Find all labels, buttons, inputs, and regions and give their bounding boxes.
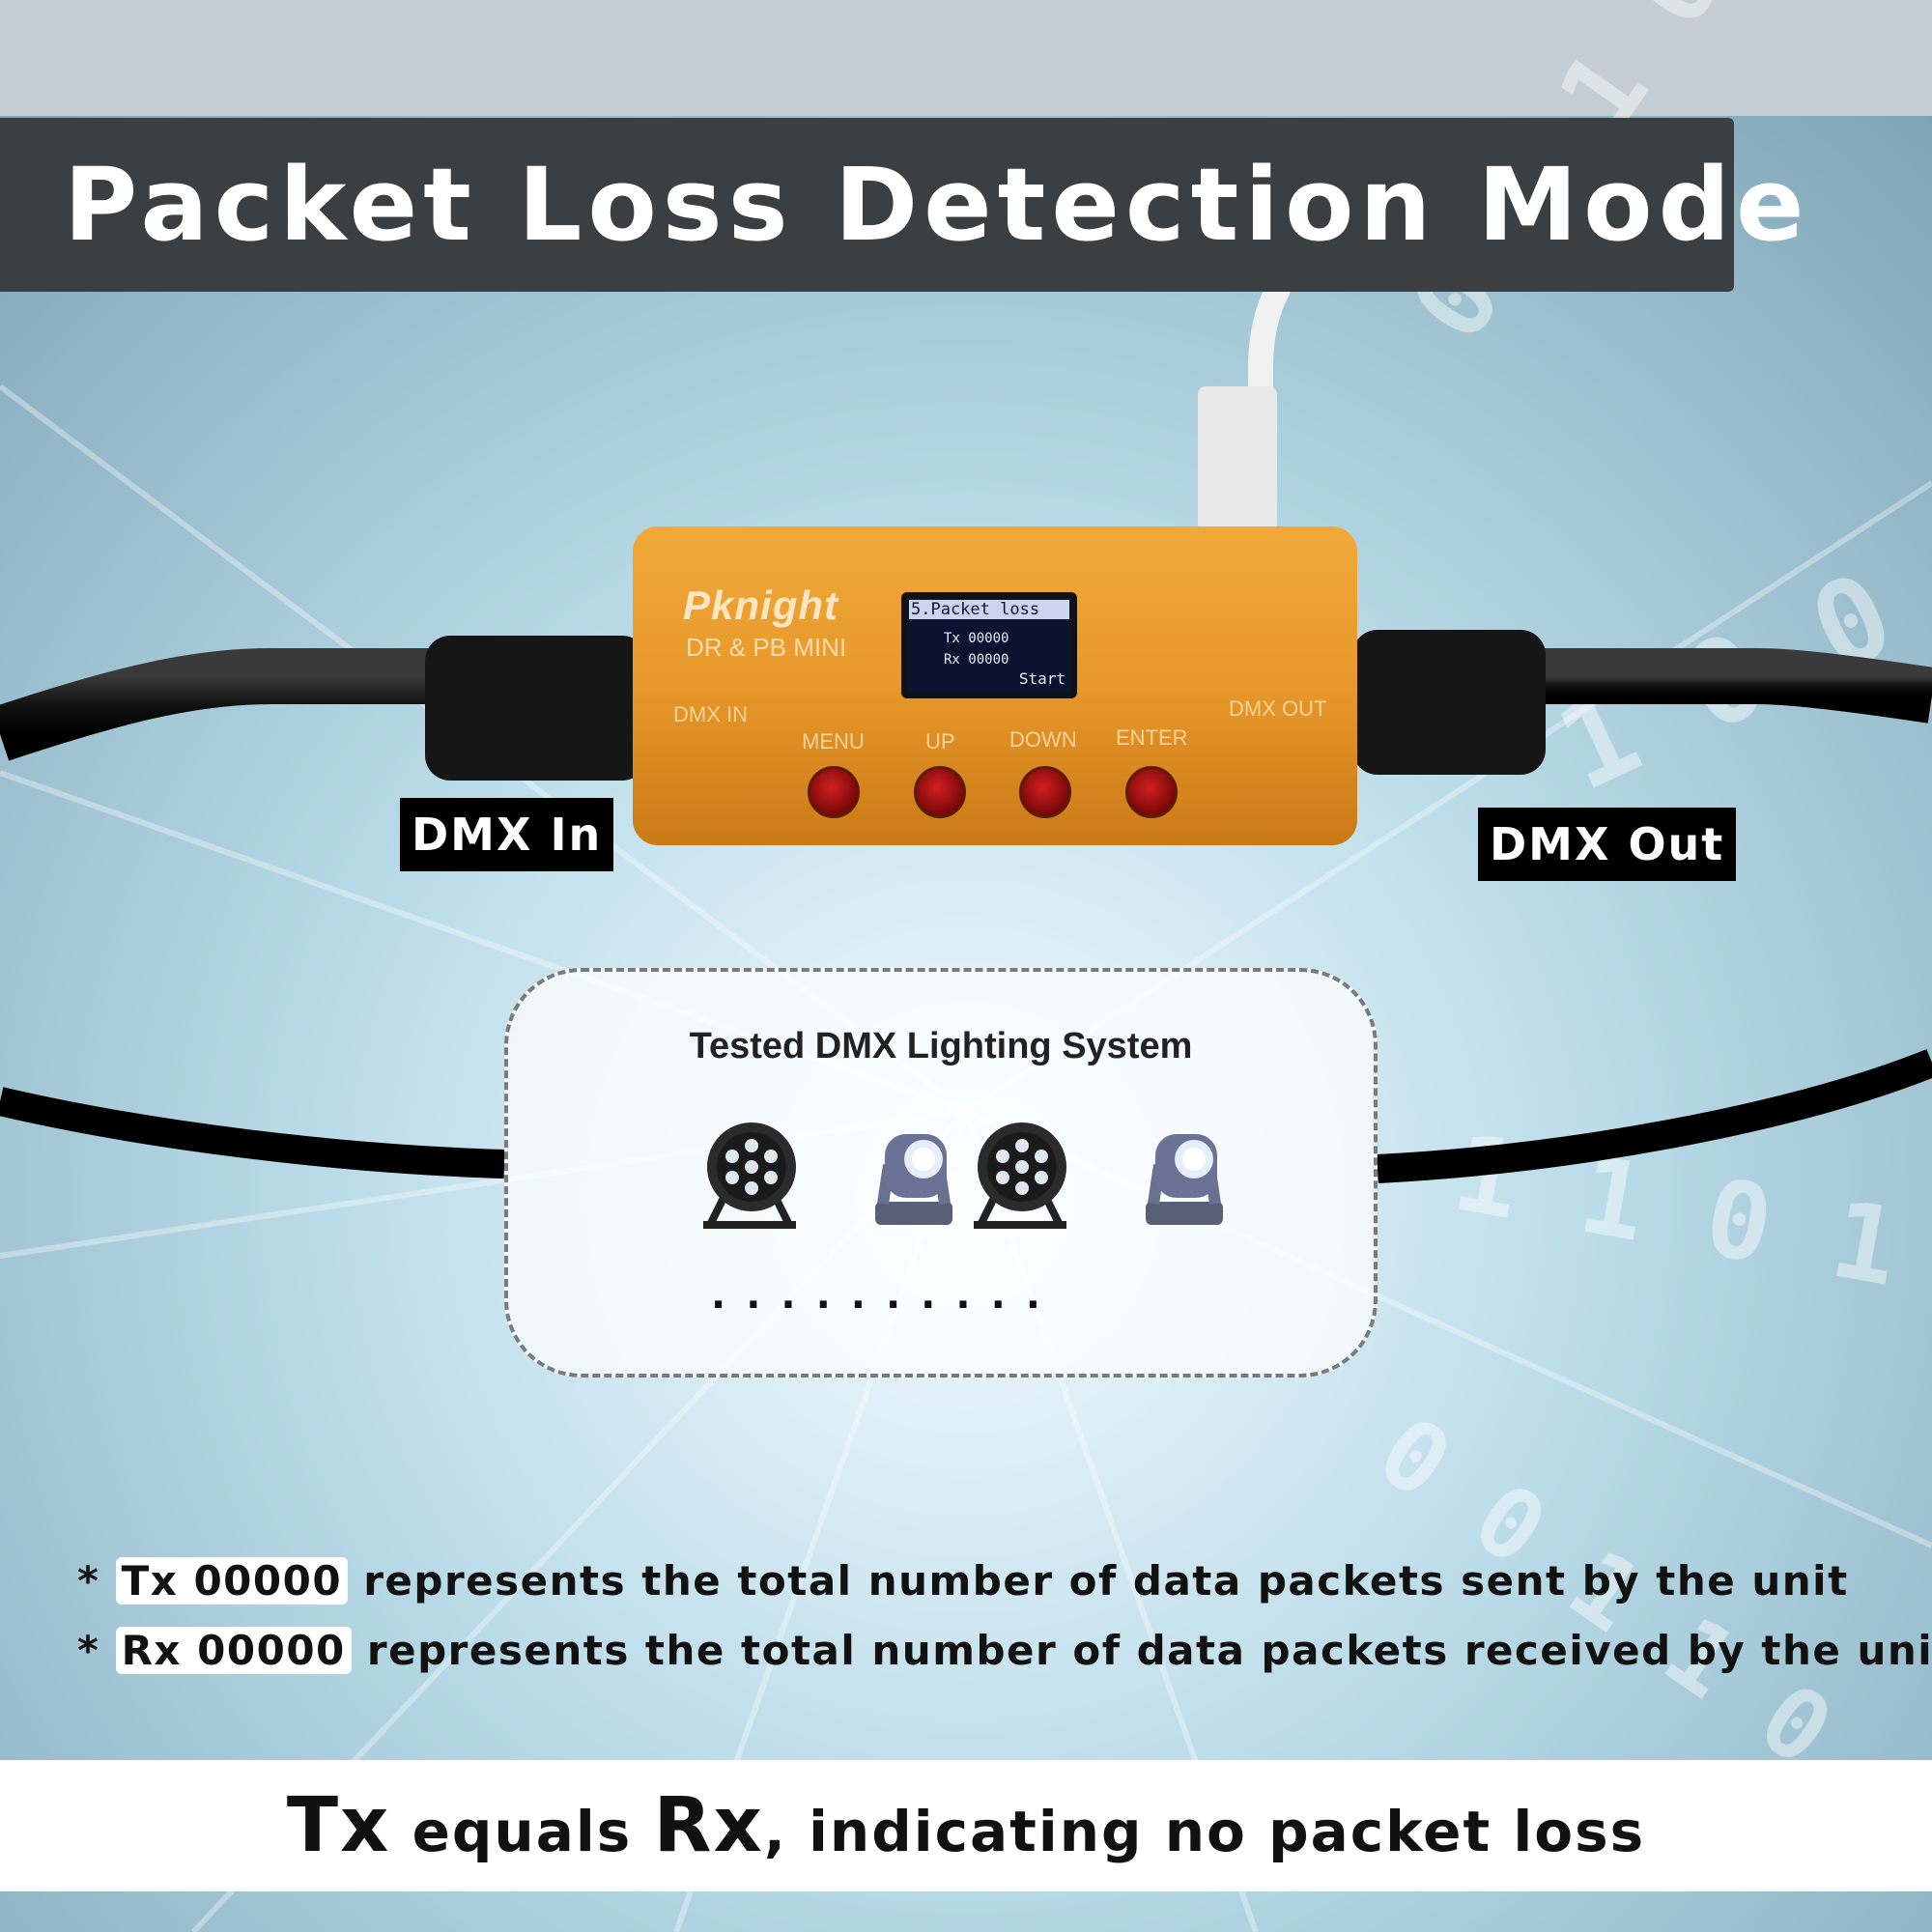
conclusion-bar: Tx equals Rx, indicating no packet loss — [0, 1760, 1932, 1891]
oled-screen: 5.Packet loss Tx 00000 Rx 00000 Start — [901, 592, 1077, 698]
page-title: Packet Loss Detection Mode — [64, 146, 1810, 264]
dmx-tester-device: Pknight DR & PB MINI DMX IN DMX OUT 5.Pa… — [633, 526, 1357, 845]
menu-button-label: MENU — [802, 729, 865, 753]
rx-note: * Rx 00000 represents the total number o… — [77, 1627, 1932, 1674]
moving-head-icon — [1146, 1134, 1223, 1225]
menu-button[interactable] — [808, 766, 860, 818]
screen-menu-line: 5.Packet loss — [909, 600, 1069, 619]
par-light-icon — [703, 1122, 796, 1229]
port-in-label: DMX IN — [673, 702, 748, 726]
down-button-label: DOWN — [1009, 727, 1077, 752]
screen-start-label: Start — [1018, 669, 1065, 688]
enter-button-label: ENTER — [1116, 725, 1188, 750]
enter-button[interactable] — [1125, 766, 1178, 818]
rx-highlight: Rx 00000 — [115, 1627, 352, 1674]
screen-rx-value: Rx 00000 — [944, 652, 1009, 668]
dmx-out-tag: DMX Out — [1478, 808, 1737, 881]
par-light-icon — [974, 1122, 1066, 1229]
system-title: Tested DMX Lighting System — [689, 1026, 1193, 1066]
screen-tx-value: Tx 00000 — [944, 631, 1009, 646]
rx-description: represents the total number of data pack… — [366, 1627, 1932, 1674]
port-out-label: DMX OUT — [1229, 696, 1327, 721]
up-button-label: UP — [925, 729, 955, 753]
note-bullet: * — [77, 1557, 100, 1605]
more-fixtures-dots: ·········· — [711, 1283, 1061, 1327]
tx-word: Tx — [286, 1782, 391, 1869]
equals-word: equals — [412, 1799, 633, 1864]
up-button[interactable] — [914, 766, 966, 818]
moving-head-icon — [875, 1134, 952, 1225]
model-label: DR & PB MINI — [686, 633, 847, 662]
tx-description: represents the total number of data pack… — [363, 1557, 1849, 1605]
tx-note: * Tx 00000 represents the total number o… — [77, 1557, 1849, 1605]
title-banner: Packet Loss Detection Mode — [0, 118, 1804, 292]
note-bullet: * — [77, 1627, 100, 1674]
brand-logo: Pknight — [683, 582, 838, 628]
conclusion-rest: , indicating no packet loss — [763, 1799, 1646, 1864]
conclusion-text: Tx equals Rx, indicating no packet loss — [287, 1782, 1645, 1869]
tested-system-box: Tested DMX Lighting System ·········· — [504, 968, 1378, 1378]
down-button[interactable] — [1019, 766, 1071, 818]
dmx-in-tag: DMX In — [400, 798, 614, 871]
rx-word: Rx — [653, 1782, 764, 1869]
tx-highlight: Tx 00000 — [115, 1557, 349, 1605]
